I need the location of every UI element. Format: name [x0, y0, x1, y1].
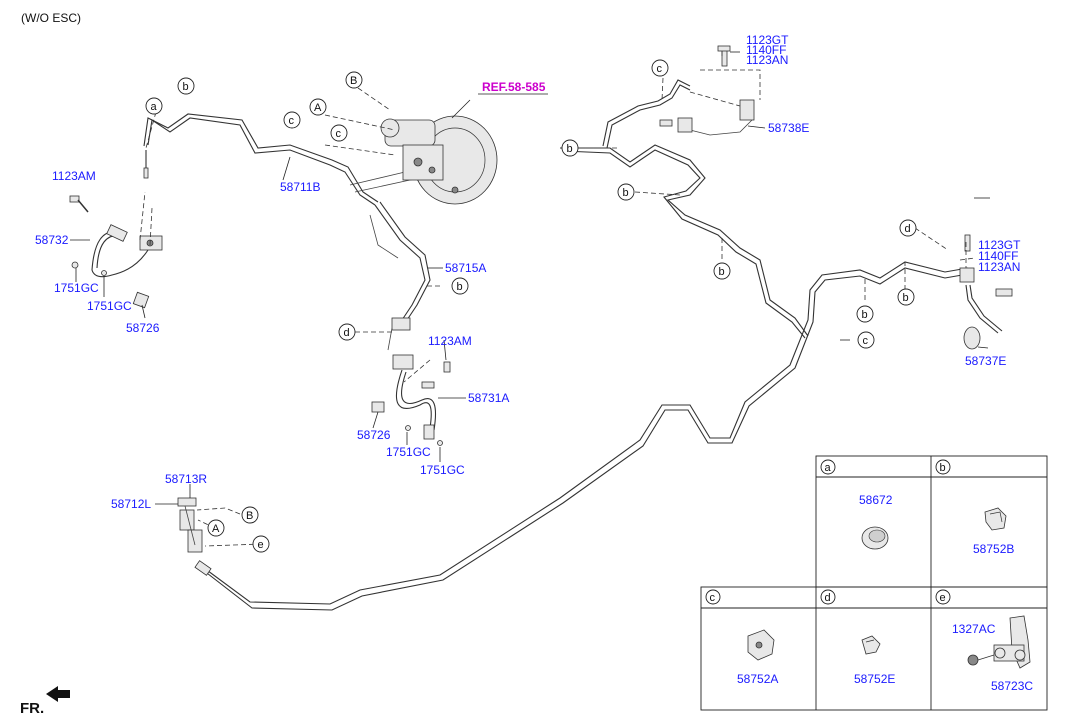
clip-58752B-icon: [984, 507, 1007, 531]
svg-text:d: d: [905, 223, 911, 235]
callout-b-3: b: [561, 139, 579, 157]
callout-a-1: a: [145, 97, 163, 115]
callout-d-1: d: [338, 323, 356, 341]
callout-b-1: b: [177, 77, 195, 95]
svg-text:A: A: [212, 523, 220, 535]
label-58726-left: 58726: [126, 321, 160, 335]
grommet-58672-icon: [861, 526, 889, 550]
callout-B-2: B: [241, 506, 259, 524]
legend-part-58752A: 58752A: [737, 672, 778, 686]
label-1123GT-right: 1123GT: [978, 238, 1021, 252]
svg-text:b: b: [719, 266, 725, 278]
svg-text:c: c: [289, 115, 295, 127]
callout-b-4: b: [617, 183, 635, 201]
callout-A-1: A: [309, 98, 327, 116]
front-left-hose: [69, 167, 163, 309]
lower-left-connectors: [177, 497, 212, 576]
legend-part-58752B: 58752B: [973, 542, 1014, 556]
callout-c-3: c: [651, 59, 669, 77]
rear-right-lower-hose: [959, 234, 1013, 350]
label-1751GC-l2: 1751GC: [87, 299, 132, 313]
label-1751GC-m1: 1751GC: [386, 445, 431, 459]
svg-text:c: c: [657, 63, 663, 75]
svg-text:A: A: [314, 102, 322, 114]
callout-B-1: B: [345, 71, 363, 89]
part-labels: 1123AM 58732 1751GC 1751GC 58726 58711B …: [35, 33, 1021, 511]
legend-key-e: e: [935, 589, 951, 605]
variant-label: (W/O ESC): [21, 11, 81, 25]
label-58738E: 58738E: [768, 121, 809, 135]
svg-text:e: e: [258, 539, 264, 551]
legend-key-b: b: [935, 459, 951, 475]
bracket-58723C-icon: [967, 615, 1031, 669]
svg-text:b: b: [903, 292, 909, 304]
label-1751GC-m2: 1751GC: [420, 463, 465, 477]
front-arrow-icon: [46, 686, 70, 702]
front-label: FR.: [20, 700, 44, 717]
label-1123AM-left: 1123AM: [52, 169, 96, 183]
svg-text:b: b: [623, 187, 629, 199]
svg-text:e: e: [940, 592, 946, 604]
callout-b-6: b: [856, 305, 874, 323]
svg-text:d: d: [825, 592, 831, 604]
svg-text:a: a: [151, 101, 158, 113]
svg-text:b: b: [457, 281, 463, 293]
legend-table: a b c d e 58672: [700, 455, 1048, 711]
callout-c-4: c: [857, 331, 875, 349]
legend-key-a: a: [820, 459, 836, 475]
callout-A-2: A: [207, 519, 225, 537]
callouts: a b c c B A b d B A e c b b b b b c d: [145, 59, 917, 553]
svg-text:c: c: [863, 335, 869, 347]
label-58713R: 58713R: [165, 472, 207, 486]
label-58732: 58732: [35, 233, 69, 247]
label-1123GT-top: 1123GT: [746, 33, 789, 47]
svg-text:c: c: [710, 592, 716, 604]
brake-booster: [380, 115, 498, 205]
ref-label: REF.58-585: [482, 80, 546, 94]
label-58731A: 58731A: [468, 391, 509, 405]
callout-b-7: b: [897, 288, 915, 306]
label-1751GC-l1: 1751GC: [54, 281, 99, 295]
rear-right-upper-hose: [659, 45, 755, 133]
label-58711B: 58711B: [280, 180, 320, 194]
clip-58752E-icon: [861, 635, 881, 655]
svg-text:b: b: [940, 462, 946, 474]
callout-b-2: b: [451, 277, 469, 295]
callout-c-1: c: [283, 111, 301, 129]
callout-e-1: e: [252, 535, 270, 553]
svg-text:b: b: [862, 309, 868, 321]
svg-text:d: d: [344, 327, 350, 339]
legend-part-58752E: 58752E: [854, 672, 895, 686]
legend-part-1327AC: 1327AC: [952, 622, 996, 636]
label-58712L: 58712L: [111, 497, 151, 511]
svg-text:B: B: [246, 510, 253, 522]
dashed-leaders: [139, 48, 976, 547]
front-direction-indicator: FR.: [20, 686, 70, 717]
label-1123AN-top: 1123AN: [746, 53, 788, 67]
legend-part-58672: 58672: [859, 493, 893, 507]
callout-b-5: b: [713, 262, 731, 280]
label-58737E: 58737E: [965, 354, 1006, 368]
label-1140FF-top: 1140FF: [746, 43, 786, 57]
svg-text:b: b: [567, 143, 573, 155]
clip-58752A-icon: [747, 629, 775, 661]
callout-c-2: c: [330, 124, 348, 142]
label-58715A: 58715A: [445, 261, 486, 275]
rear-middle-hose: [371, 317, 451, 446]
label-1140FF-right: 1140FF: [978, 249, 1018, 263]
brake-pipes: [143, 79, 969, 611]
callout-d-2: d: [899, 219, 917, 237]
legend-key-c: c: [705, 589, 721, 605]
svg-text:B: B: [350, 75, 357, 87]
svg-text:c: c: [336, 128, 342, 140]
svg-text:b: b: [183, 81, 189, 93]
legend-key-d: d: [820, 589, 836, 605]
svg-text:a: a: [825, 462, 832, 474]
label-58726-mid: 58726: [357, 428, 391, 442]
legend-part-58723C: 58723C: [991, 679, 1033, 693]
part-leaders: [70, 51, 990, 505]
label-1123AN-right: 1123AN: [978, 260, 1020, 274]
label-1123AM-mid: 1123AM: [428, 334, 472, 348]
